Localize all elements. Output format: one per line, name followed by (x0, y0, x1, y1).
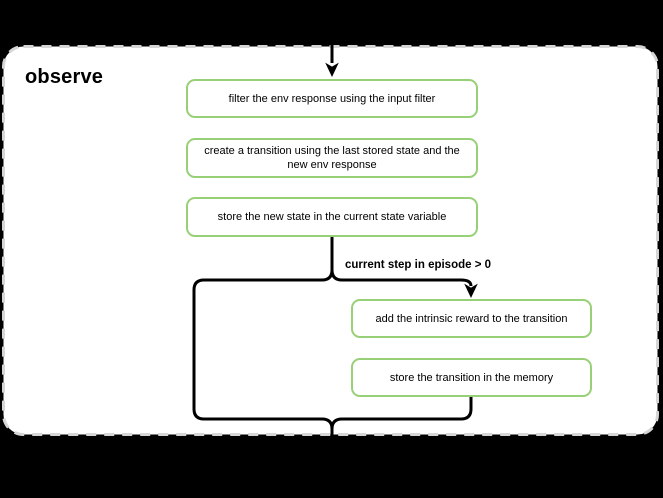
condition-branch-arrowhead-icon (464, 283, 478, 298)
node-label: store the transition in the memory (389, 371, 554, 384)
node-add-intrinsic-reward: add the intrinsic reward to the transiti… (351, 299, 592, 338)
node-label: store the new state in the current state… (217, 211, 447, 223)
node-filter-env-response: filter the env response using the input … (186, 79, 478, 118)
node-store-new-state: store the new state in the current state… (186, 197, 478, 237)
exit-connector (330, 397, 473, 430)
skip-branch-connector (192, 237, 334, 441)
node-create-transition: create a transition using the last store… (186, 138, 478, 178)
node-label: filter the env response using the input … (228, 92, 436, 105)
condition-edge-label: current step in episode > 0 (345, 259, 492, 271)
group-title: observe (25, 66, 104, 88)
entry-arrowhead-icon (325, 62, 339, 77)
node-store-transition: store the transition in the memory (351, 358, 592, 397)
node-label: add the intrinsic reward to the transiti… (375, 312, 568, 325)
node-label: create a transition using the last store… (204, 145, 460, 171)
condition-branch-connector (330, 269, 473, 287)
